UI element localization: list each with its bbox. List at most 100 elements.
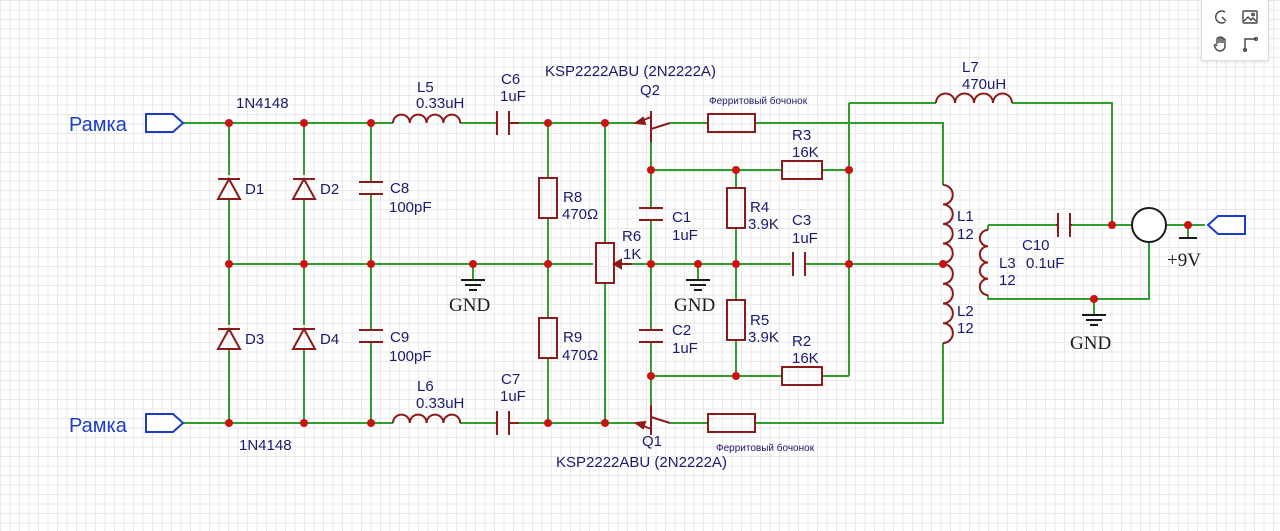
q2-part: KSP2222ABU (2N2222A) [545, 63, 716, 80]
capacitor-c9[interactable]: C9 100pF [359, 329, 432, 365]
ferrite-bottom-label: Ферритовый бочонок [716, 442, 815, 454]
gnd3-label: GND [1070, 333, 1111, 354]
capacitor-c8[interactable]: C8 100pF [359, 180, 432, 216]
capacitor-c10[interactable]: C10 0.1uF [1022, 213, 1072, 272]
r8-label: R8 [563, 189, 582, 206]
port-label-top: Рамка [69, 114, 128, 136]
q2-label: Q2 [640, 82, 660, 99]
inductor-l7[interactable]: L7 470uH [935, 59, 1013, 104]
d3-label: D3 [245, 331, 264, 348]
inductor-l6[interactable]: L6 0.33uH [392, 378, 464, 424]
diode-d4[interactable]: D4 [291, 326, 339, 350]
meter[interactable] [1131, 207, 1167, 243]
ferrite-bead-top[interactable]: Ферритовый бочонок [707, 95, 808, 133]
image-icon[interactable] [1235, 3, 1264, 30]
gnd2-label: GND [674, 295, 715, 316]
port-label-bottom: Рамка [69, 415, 128, 437]
capacitor-c2[interactable]: C2 1uF [639, 322, 698, 357]
d1-label: D1 [245, 181, 264, 198]
c2-value: 1uF [672, 340, 698, 357]
transistor-q1[interactable]: Q1 KSP2222ABU (2N2222A) [556, 405, 727, 471]
r3-label: R3 [792, 127, 811, 144]
inductor-l5[interactable]: L5 0.33uH [392, 79, 464, 124]
r6-value: 1K [623, 246, 641, 263]
resistor-r8[interactable]: R8 470Ω [538, 177, 598, 223]
inductor-l1[interactable]: L1 12 [942, 184, 974, 264]
input-port-bottom[interactable]: Рамка [69, 413, 185, 437]
c7-label: C7 [501, 371, 520, 388]
r4-value: 3.9K [748, 216, 779, 233]
c9-value: 100pF [389, 348, 432, 365]
c10-value: 0.1uF [1026, 255, 1064, 272]
wire-icon[interactable] [1235, 30, 1264, 57]
l7-label: L7 [962, 59, 979, 76]
c7-value: 1uF [500, 388, 526, 405]
junctions [225, 119, 1192, 427]
l6-value: 0.33uH [416, 395, 464, 412]
ground-symbol-1[interactable]: GND [449, 279, 490, 316]
input-port-top[interactable]: Рамка [69, 113, 185, 136]
hand-icon[interactable] [1206, 30, 1235, 57]
resistor-r5[interactable]: R5 3.9K [726, 299, 779, 346]
r2-label: R2 [792, 333, 811, 350]
c3-value: 1uF [792, 230, 818, 247]
c9-label: C9 [390, 329, 409, 346]
c3-label: C3 [792, 212, 811, 229]
ground-symbol-3[interactable]: GND [1070, 314, 1111, 354]
c2-label: C2 [672, 322, 691, 339]
r8-value: 470Ω [562, 206, 598, 223]
l2-value: 12 [957, 320, 974, 337]
q1-label: Q1 [642, 433, 662, 450]
transistor-q2[interactable]: KSP2222ABU (2N2222A) Q2 [545, 63, 716, 142]
inductor-l2[interactable]: L2 12 [942, 263, 974, 344]
diode-part-bottom: 1N4148 [239, 437, 292, 454]
lasso-icon[interactable] [1206, 3, 1235, 30]
l7-value: 470uH [962, 76, 1006, 93]
diode-part-top: 1N4148 [236, 95, 289, 112]
r6-label: R6 [622, 228, 641, 245]
l5-value: 0.33uH [416, 95, 464, 112]
ferrite-bead-bottom[interactable]: Ферритовый бочонок [707, 413, 815, 454]
diode-d3[interactable]: D3 [216, 326, 264, 350]
q1-part: KSP2222ABU (2N2222A) [556, 454, 727, 471]
c1-label: C1 [672, 209, 691, 226]
c8-label: C8 [390, 180, 409, 197]
potentiometer-r6[interactable]: R6 1K [595, 228, 641, 284]
diode-d1[interactable]: D1 [216, 176, 264, 200]
r9-value: 470Ω [562, 347, 598, 364]
vcc-symbol[interactable]: +9V [1167, 237, 1201, 271]
l6-label: L6 [417, 378, 434, 395]
gnd1-label: GND [449, 295, 490, 316]
ferrite-top-label: Ферритовый бочонок [709, 95, 808, 107]
capacitor-c7[interactable]: C7 1uF [496, 371, 526, 435]
r5-value: 3.9K [748, 329, 779, 346]
c10-label: C10 [1022, 237, 1050, 254]
diode-d2[interactable]: D2 [291, 176, 339, 200]
resistor-r9[interactable]: R9 470Ω [538, 317, 598, 364]
l3-value: 12 [999, 272, 1016, 289]
r2-value: 16K [792, 350, 819, 367]
vcc-port[interactable] [1206, 215, 1246, 235]
toolbox [1201, 0, 1269, 61]
c1-value: 1uF [672, 227, 698, 244]
d2-label: D2 [320, 181, 339, 198]
r5-label: R5 [750, 312, 769, 329]
inductor-l3[interactable]: L3 12 [978, 229, 1016, 296]
l1-value: 12 [957, 226, 974, 243]
c6-value: 1uF [500, 88, 526, 105]
capacitor-c1[interactable]: C1 1uF [639, 207, 698, 244]
l3-label: L3 [999, 255, 1016, 272]
vcc-label: +9V [1167, 250, 1201, 271]
r9-label: R9 [563, 329, 582, 346]
capacitor-c6[interactable]: C6 1uF [496, 71, 526, 135]
capacitor-c3[interactable]: C3 1uF [792, 212, 818, 276]
c8-value: 100pF [389, 199, 432, 216]
resistor-r4[interactable]: R4 3.9K [726, 187, 779, 233]
d4-label: D4 [320, 331, 339, 348]
ground-symbol-2[interactable]: GND [674, 279, 715, 316]
r3-value: 16K [792, 144, 819, 161]
resistor-r3[interactable]: R3 16K [781, 127, 823, 180]
resistor-r2[interactable]: R2 16K [781, 333, 823, 386]
l5-label: L5 [417, 79, 434, 96]
